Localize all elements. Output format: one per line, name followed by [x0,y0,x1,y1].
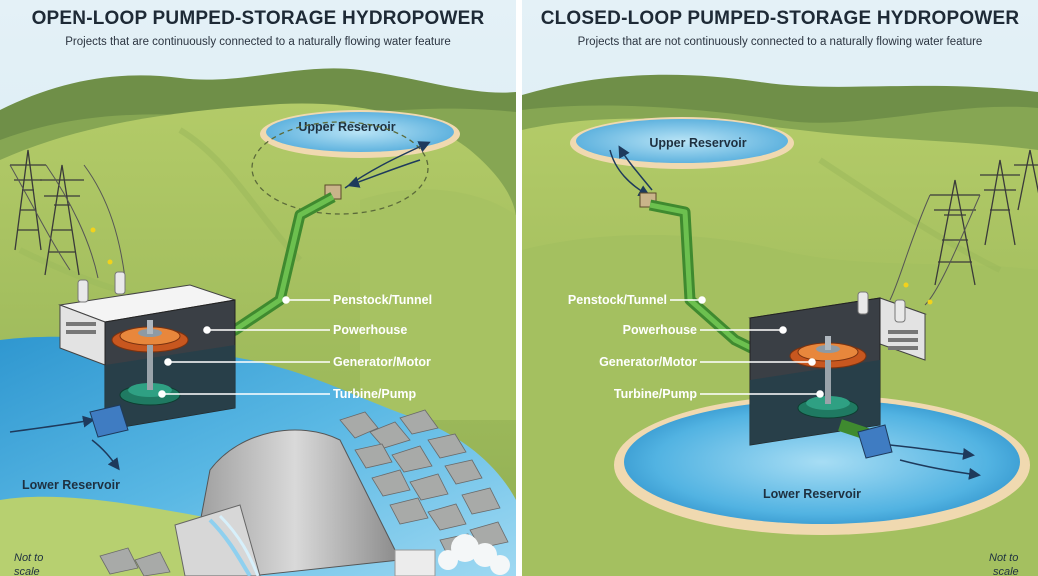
turbine-label: Turbine/Pump [333,387,416,401]
lower-reservoir-label: Lower Reservoir [22,478,120,492]
lower-reservoir-water [624,400,1020,524]
turbine-pump [797,360,859,419]
open-loop-panel: Upper Reservoir Lower Reservoir [0,0,516,576]
closed-loop-panel: Upper Reservoir Lower Reservoir [522,0,1038,576]
upper-reservoir-label: Upper Reservoir [649,136,746,150]
flow-arrow-down [347,159,421,188]
foreground-bank [0,496,220,576]
right-slope [360,189,516,420]
lower-reservoir-label: Lower Reservoir [763,487,861,501]
closed-loop-title: CLOSED-LOOP PUMPED-STORAGE HYDROPOWER [541,8,1020,29]
scale-note-line1: Not to [14,552,43,564]
generator-label: Generator/Motor [333,355,431,369]
closed-loop-subtitle: Projects that are not continuously conne… [578,36,983,48]
upper-reservoir-label: Upper Reservoir [298,120,395,134]
generator-label: Generator/Motor [599,355,697,369]
lower-outlet [857,424,893,459]
upper-reservoir-water [266,112,454,152]
lower-outlet [89,404,129,438]
open-loop-title: OPEN-LOOP PUMPED-STORAGE HYDROPOWER [32,8,485,29]
panel-divider [516,0,522,576]
scale-note-line2: scale [993,566,1019,576]
intake-zone-outline [251,121,429,215]
dam-structure [174,429,401,576]
powerhouse-label: Powerhouse [333,323,407,337]
open-loop-subtitle: Projects that are continuously connected… [65,36,450,48]
transmission-towers [889,149,1038,306]
flow-arrow-up [618,145,653,191]
penstock-label: Penstock/Tunnel [568,293,667,307]
spray-foam [438,534,510,575]
powerhouse-label: Powerhouse [623,323,697,337]
transmission-towers [9,149,126,279]
flow-arrow-down [609,149,651,197]
scale-note-line2: scale [14,566,40,576]
turbine-label: Turbine/Pump [614,387,697,401]
scale-note-line1: Not to [989,552,1018,564]
penstock-label: Penstock/Tunnel [333,293,432,307]
